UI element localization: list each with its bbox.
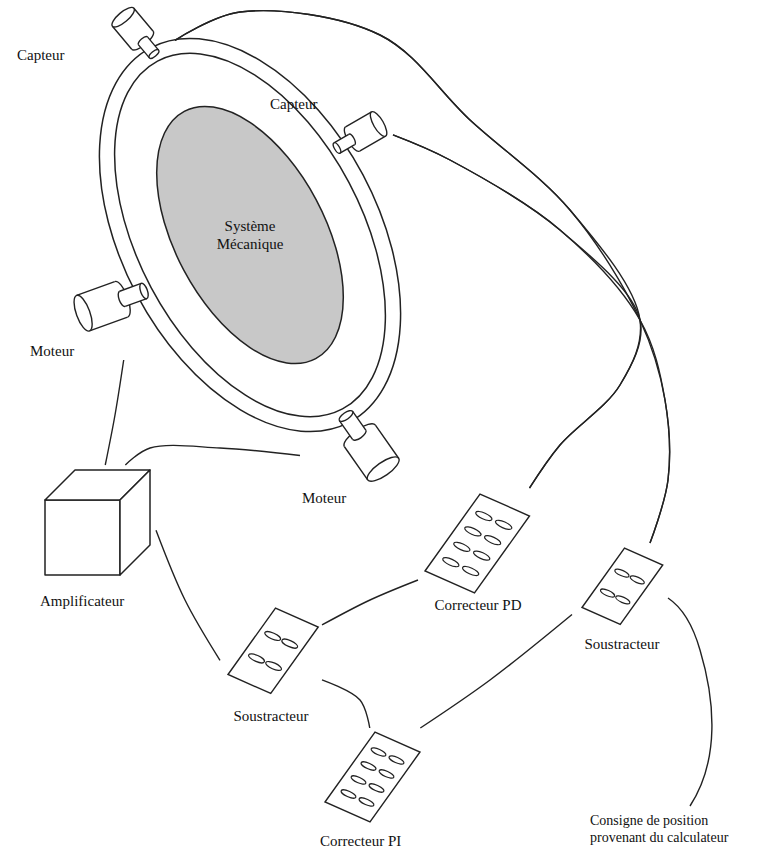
signal-wire: [393, 135, 641, 488]
subtractor-board-drawing: [228, 608, 318, 694]
sensor-drawing: [109, 4, 166, 65]
signal-wire: [393, 135, 670, 543]
mechanical-system: Système Mécanique: [175, 100, 325, 370]
subtractor-board-drawing: [582, 548, 663, 625]
sensor-label: Capteur: [268, 95, 393, 165]
signal-wire: [420, 615, 572, 729]
node-text: Moteur: [300, 489, 348, 507]
subtractor-board: Soustracteur: [220, 603, 322, 725]
setpoint-wire: [668, 598, 712, 806]
node-text: Soustracteur: [232, 707, 311, 725]
subtractor-board: Soustracteur: [572, 543, 672, 653]
node-text: Capteur: [268, 95, 319, 113]
system-outline: [175, 100, 325, 370]
node-text: Capteur: [15, 46, 66, 64]
motor-label: Moteur: [28, 275, 193, 360]
node-text: Correcteur PI: [318, 832, 403, 850]
amplifier-cube: [45, 470, 150, 575]
node-text: Système Mécanique: [201, 217, 300, 253]
sensor-drawing: [328, 109, 390, 161]
system-ellipse: [118, 76, 382, 394]
pi-board-drawing: [325, 732, 420, 822]
signal-wire: [125, 445, 300, 465]
signal-wire: [156, 530, 220, 660]
motor-drawing: [329, 402, 403, 485]
node-text: Correcteur PD: [432, 596, 523, 614]
signal-wire: [175, 11, 641, 488]
node-text: Amplificateur: [38, 592, 126, 610]
pd-board-drawing: [425, 494, 530, 593]
signal-wire: [322, 680, 370, 728]
controller-board: Correcteur PD: [418, 488, 538, 614]
motor-label: Moteur: [300, 395, 415, 507]
amplifier-label: Amplificateur: [38, 465, 156, 610]
node-text: Soustracteur: [583, 635, 662, 653]
node-text: Moteur: [28, 342, 76, 360]
signal-wire: [322, 580, 418, 625]
signal-wire: [105, 360, 123, 465]
motor-drawing: [70, 272, 153, 333]
controller-board: Correcteur PI: [318, 728, 433, 850]
setpoint-label: Consigne de position provenant du calcul…: [590, 812, 758, 846]
sensor-label: Capteur: [15, 20, 175, 90]
support-ring: [37, 0, 462, 482]
